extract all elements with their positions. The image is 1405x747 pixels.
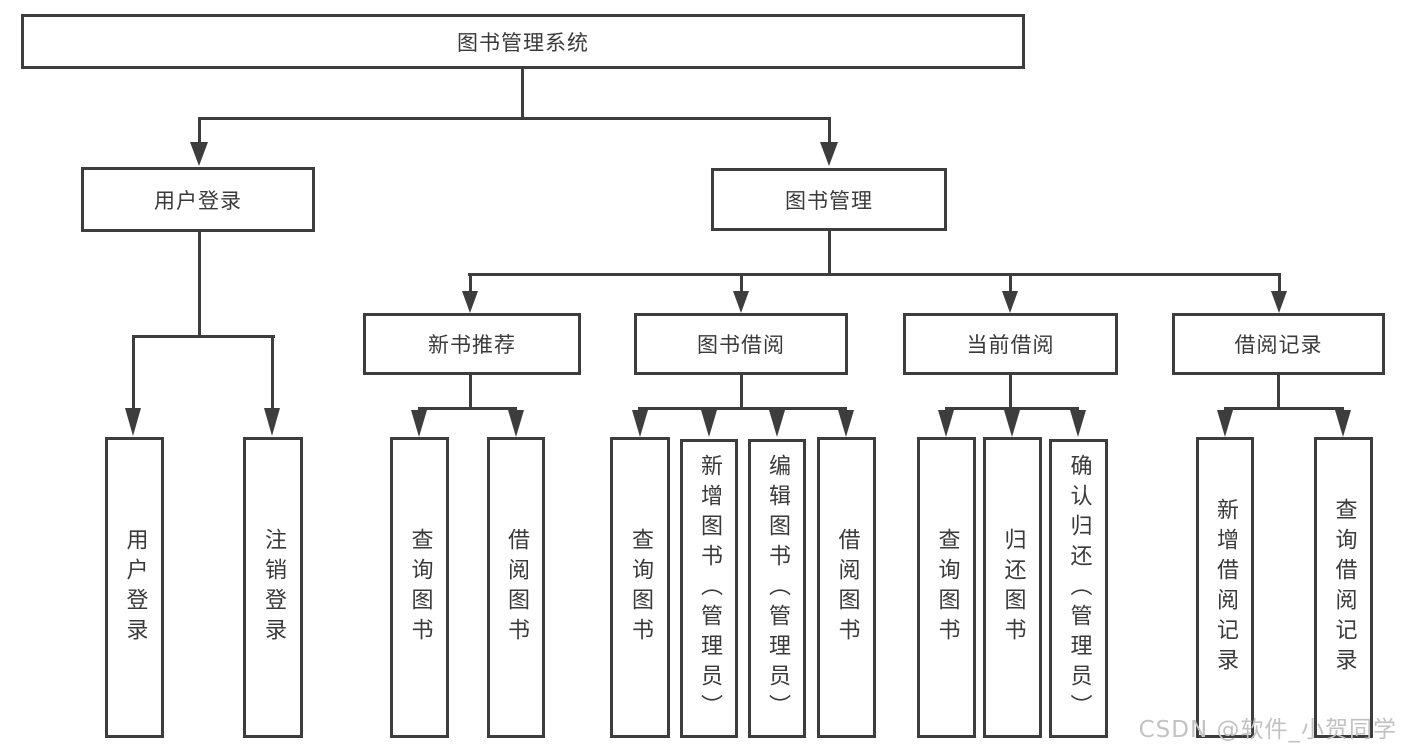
leaf-br-add-record: 新增借阅记录: [1196, 437, 1254, 738]
arrow-down-icon: [1004, 410, 1020, 437]
connector-book-borrow-rail: [638, 407, 847, 410]
node-book-mgmt: 图书管理: [711, 168, 947, 231]
leaf-br-query-record-label: 查询借阅记录: [1331, 497, 1357, 678]
connector-l3-drop: [740, 276, 743, 292]
leaf-user-login-label: 用户登录: [122, 527, 148, 648]
connector-book-borrow-stem: [740, 375, 743, 407]
leaf-br-add-record-label: 新增借阅记录: [1213, 497, 1238, 678]
connector-book-mgmt-drop: [828, 120, 831, 144]
arrow-down-icon: [264, 408, 280, 436]
connector-borrow-records-rail: [1224, 407, 1344, 410]
arrow-down-icon: [838, 410, 854, 437]
leaf-cb-confirm-return-admin: 确认归还（管理员）: [1049, 439, 1108, 738]
connector-l3-drop: [1278, 276, 1281, 292]
node-borrow-records: 借阅记录: [1172, 313, 1385, 375]
arrow-down-icon: [1335, 410, 1351, 437]
arrow-down-icon: [769, 410, 785, 437]
node-current-borrow: 当前借阅: [903, 313, 1118, 375]
node-borrow-records-label: 借阅记录: [1234, 333, 1323, 357]
arrow-down-icon: [125, 408, 141, 436]
node-current-borrow-label: 当前借阅: [966, 333, 1055, 357]
leaf-nbr-borrow-books: 借阅图书: [487, 437, 545, 738]
leaf-bb-edit-books-admin: 编辑图书（管理员）: [748, 439, 806, 738]
leaf-user-login: 用户登录: [105, 437, 164, 738]
leaf-bb-borrow-books: 借阅图书: [817, 437, 876, 738]
leaf-cb-query-books: 查询图书: [917, 437, 976, 738]
arrow-down-icon: [733, 291, 749, 313]
connector-book-mgmt-stem: [828, 231, 831, 273]
leaf-cb-query-books-label: 查询图书: [934, 527, 960, 648]
node-root-label: 图书管理系统: [457, 30, 589, 55]
arrow-down-icon: [411, 410, 427, 437]
leaf-bb-query-books: 查询图书: [610, 437, 670, 738]
leaf-cb-return-books-label: 归还图书: [1000, 527, 1026, 648]
leaf-cb-confirm-return-admin-label: 确认归还（管理员）: [1066, 453, 1092, 724]
arrow-down-icon: [1217, 410, 1233, 437]
connector-user-login-stem: [198, 232, 201, 335]
leaf-nbr-query-books-label: 查询图书: [407, 527, 433, 648]
node-book-borrow-label: 图书借阅: [697, 333, 785, 357]
leaf-bb-add-books-admin: 新增图书（管理员）: [680, 439, 738, 738]
connector-l3-drop: [469, 276, 472, 292]
node-root: 图书管理系统: [21, 14, 1025, 69]
connector-borrow-records-stem: [1277, 375, 1280, 407]
connector-current-borrow-rail: [945, 407, 1079, 410]
leaf-bb-borrow-books-label: 借阅图书: [834, 527, 860, 648]
csdn-watermark: CSDN @软件_小贺同学: [1138, 717, 1397, 743]
arrow-down-icon: [632, 410, 648, 437]
connector-new-book-rail: [418, 407, 517, 410]
leaf-bb-edit-books-admin-label: 编辑图书（管理员）: [765, 453, 790, 724]
connector-root-stem: [521, 69, 524, 117]
connector-current-borrow-stem: [1009, 375, 1012, 407]
connector-leaf-drop: [132, 338, 135, 408]
leaf-bb-add-books-admin-label: 新增图书（管理员）: [697, 453, 722, 724]
leaf-logout-label: 注销登录: [261, 527, 286, 648]
node-user-login-label: 用户登录: [154, 188, 242, 213]
connector-leaf-drop: [271, 338, 274, 408]
arrow-down-icon: [820, 142, 838, 166]
arrow-down-icon: [1271, 291, 1287, 313]
connector-level3-rail: [468, 273, 1281, 276]
arrow-down-icon: [701, 410, 717, 437]
arrow-down-icon: [1070, 410, 1086, 437]
arrow-down-icon: [462, 291, 478, 313]
connector-l3-drop: [1009, 276, 1012, 292]
node-book-mgmt-label: 图书管理: [785, 188, 873, 213]
leaf-br-query-record: 查询借阅记录: [1314, 437, 1373, 738]
node-book-borrow: 图书借阅: [634, 313, 848, 375]
leaf-cb-return-books: 归还图书: [983, 437, 1042, 738]
connector-level2-rail: [198, 117, 831, 120]
leaf-bb-query-books-label: 查询图书: [628, 527, 653, 648]
arrow-down-icon: [938, 410, 954, 437]
node-new-book-rec: 新书推荐: [363, 313, 581, 375]
leaf-nbr-borrow-books-label: 借阅图书: [504, 527, 529, 648]
leaf-nbr-query-books: 查询图书: [390, 437, 449, 738]
connector-user-login-drop: [198, 120, 201, 144]
arrow-down-icon: [1002, 291, 1018, 313]
connector-new-book-stem: [469, 375, 472, 407]
node-new-book-rec-label: 新书推荐: [428, 333, 516, 357]
arrow-down-icon: [508, 410, 524, 437]
arrow-down-icon: [190, 142, 208, 166]
node-user-login: 用户登录: [81, 167, 315, 232]
connector-user-login-rail: [132, 335, 275, 338]
leaf-logout: 注销登录: [243, 437, 303, 738]
